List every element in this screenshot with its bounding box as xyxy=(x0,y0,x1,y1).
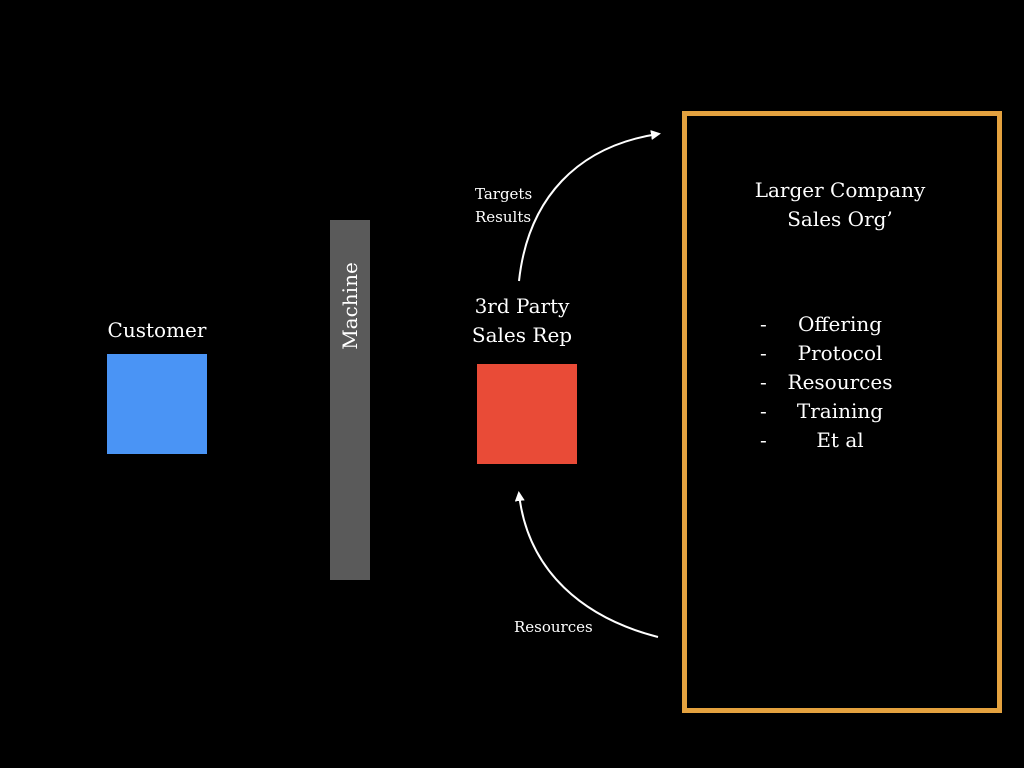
org-item-text: Offering xyxy=(797,312,883,336)
org-title-line1: Larger Company xyxy=(754,178,926,202)
list-dash: - xyxy=(760,399,767,423)
org-item-text: Et al xyxy=(816,428,864,452)
list-dash: - xyxy=(760,370,767,394)
machine-bar: Machine xyxy=(330,220,370,580)
org-item-text: Protocol xyxy=(797,341,883,365)
flow-resources-label: Resources xyxy=(514,618,593,636)
org-list-item: - Resources xyxy=(760,368,920,397)
flow-targets-label: Targets xyxy=(475,185,533,203)
list-dash: - xyxy=(760,341,767,365)
flow-results-label: Results xyxy=(475,208,532,226)
org-list-item: - Training xyxy=(760,397,920,426)
arrow-down-to-rep xyxy=(514,491,659,638)
rep-box xyxy=(477,364,577,464)
org-list-item: - Offering xyxy=(760,310,920,339)
customer-label: Customer xyxy=(107,318,207,342)
arrow-up-to-org xyxy=(518,130,661,282)
rep-label-line2: Sales Rep xyxy=(471,323,573,347)
org-item-text: Resources xyxy=(787,370,893,394)
list-dash: - xyxy=(760,428,767,452)
org-title-line2: Sales Org’ xyxy=(787,207,893,231)
rep-label-line1: 3rd Party xyxy=(474,294,570,318)
org-item-text: Training xyxy=(796,399,884,423)
list-dash: - xyxy=(760,312,767,336)
org-list-item: - Et al xyxy=(760,426,920,455)
org-frame xyxy=(682,111,1002,713)
org-list-item: - Protocol xyxy=(760,339,920,368)
org-list: - Offering - Protocol - Resources - Trai… xyxy=(760,310,920,455)
customer-box xyxy=(107,354,207,454)
